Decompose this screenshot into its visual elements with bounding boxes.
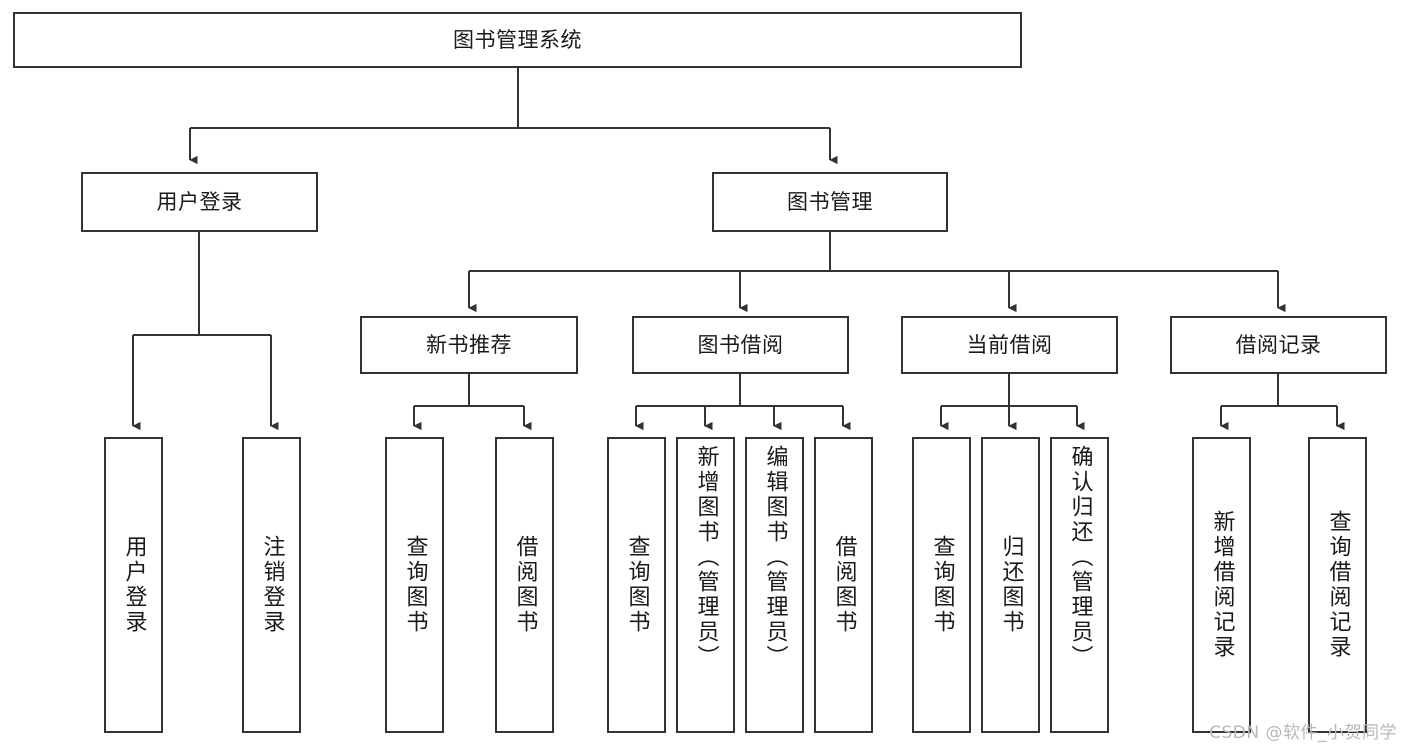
node-label: 查询借阅记录 xyxy=(1325,510,1351,660)
node-label: 新增借阅记录 xyxy=(1209,510,1235,660)
node-label: 图书借阅 xyxy=(697,332,784,357)
leaf-user-login-login[interactable]: 用户登录 xyxy=(104,437,163,733)
node-label: 确认归还（管理员） xyxy=(1067,445,1093,670)
node-borrow-record[interactable]: 借阅记录 xyxy=(1170,316,1387,374)
node-label: 当前借阅 xyxy=(966,332,1053,357)
watermark-csdn: CSDN @软件_小贺同学 xyxy=(1209,723,1397,743)
leaf-current-borrow-confirm-return-admin[interactable]: 确认归还（管理员） xyxy=(1050,437,1109,733)
leaf-new-book-query-book[interactable]: 查询图书 xyxy=(385,437,444,733)
node-label: 借阅图书 xyxy=(831,535,857,635)
node-label: 编辑图书（管理员） xyxy=(762,445,788,670)
leaf-current-borrow-query-book[interactable]: 查询图书 xyxy=(912,437,971,733)
node-label: 图书管理 xyxy=(787,189,873,214)
node-label: 归还图书 xyxy=(998,535,1024,635)
node-label: 查询图书 xyxy=(402,535,428,635)
node-label: 查询图书 xyxy=(624,535,650,635)
node-label: 借阅记录 xyxy=(1235,332,1322,357)
leaf-new-book-borrow-book[interactable]: 借阅图书 xyxy=(495,437,554,733)
leaf-book-borrow-edit-book-admin[interactable]: 编辑图书（管理员） xyxy=(745,437,804,733)
node-label: 图书管理系统 xyxy=(453,27,582,52)
leaf-current-borrow-return-book[interactable]: 归还图书 xyxy=(981,437,1040,733)
leaf-book-borrow-query-book[interactable]: 查询图书 xyxy=(607,437,666,733)
leaf-book-borrow-borrow-book[interactable]: 借阅图书 xyxy=(814,437,873,733)
node-user-login[interactable]: 用户登录 xyxy=(81,172,318,232)
leaf-borrow-record-query-record[interactable]: 查询借阅记录 xyxy=(1308,437,1367,733)
node-new-book-recommend[interactable]: 新书推荐 xyxy=(360,316,578,374)
node-current-borrow[interactable]: 当前借阅 xyxy=(901,316,1118,374)
node-label: 用户登录 xyxy=(121,535,147,635)
node-label: 借阅图书 xyxy=(512,535,538,635)
leaf-borrow-record-add-record[interactable]: 新增借阅记录 xyxy=(1192,437,1251,733)
node-book-management[interactable]: 图书管理 xyxy=(712,172,948,232)
node-label: 新书推荐 xyxy=(426,332,512,357)
node-book-borrow[interactable]: 图书借阅 xyxy=(632,316,849,374)
node-label: 注销登录 xyxy=(259,535,285,635)
leaf-user-login-logout[interactable]: 注销登录 xyxy=(242,437,301,733)
leaf-book-borrow-add-book-admin[interactable]: 新增图书（管理员） xyxy=(676,437,735,733)
node-label: 查询图书 xyxy=(929,535,955,635)
node-label: 用户登录 xyxy=(156,189,243,214)
node-label: 新增图书（管理员） xyxy=(693,445,719,670)
node-root-book-management-system[interactable]: 图书管理系统 xyxy=(13,12,1022,68)
